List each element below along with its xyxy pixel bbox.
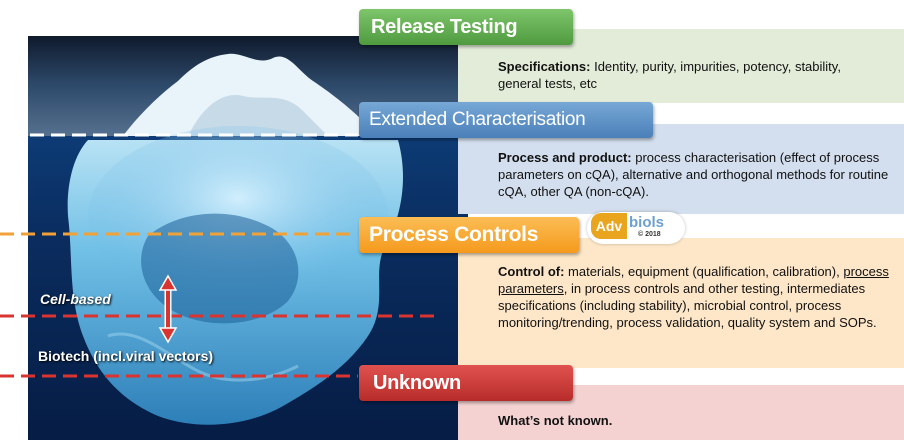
extended-heading: Process and product: [498, 150, 632, 165]
logo-adv: Adv [591, 213, 627, 239]
logo-copyright: © 2018 [638, 231, 661, 238]
range-arrow [158, 274, 178, 344]
iceberg-image [28, 36, 468, 440]
logo-biols: biols [629, 214, 665, 231]
unknown-text: What’s not known. [498, 413, 613, 428]
release-text: Identity, purity, impurities, potency, s… [498, 59, 841, 91]
unknown-header: Unknown [359, 365, 573, 401]
controls-underlined-text: process parameters [498, 264, 889, 296]
extended-characterisation-header: Extended Characterisation [359, 102, 653, 138]
release-heading: Specifications: [498, 59, 591, 74]
process-controls-panel: Control of: materials, equipment (qualif… [458, 238, 904, 368]
unknown-panel: What’s not known. [458, 385, 904, 440]
controls-heading: Control of: [498, 264, 565, 279]
controls-text-after: , in process controls and other testing,… [498, 281, 877, 330]
extended-characterisation-panel: Process and product: process characteris… [458, 124, 904, 214]
cell-based-label: Cell-based [40, 291, 111, 307]
release-testing-header: Release Testing [359, 9, 573, 45]
advbiols-logo: Adv biols © 2018 [587, 212, 685, 244]
extended-text: process characterisation (effect of proc… [498, 150, 889, 199]
controls-text-before: materials, equipment (qualification, cal… [564, 264, 844, 279]
process-controls-header: Process Controls [359, 217, 579, 253]
biotech-label: Biotech (incl.viral vectors) [38, 348, 214, 364]
